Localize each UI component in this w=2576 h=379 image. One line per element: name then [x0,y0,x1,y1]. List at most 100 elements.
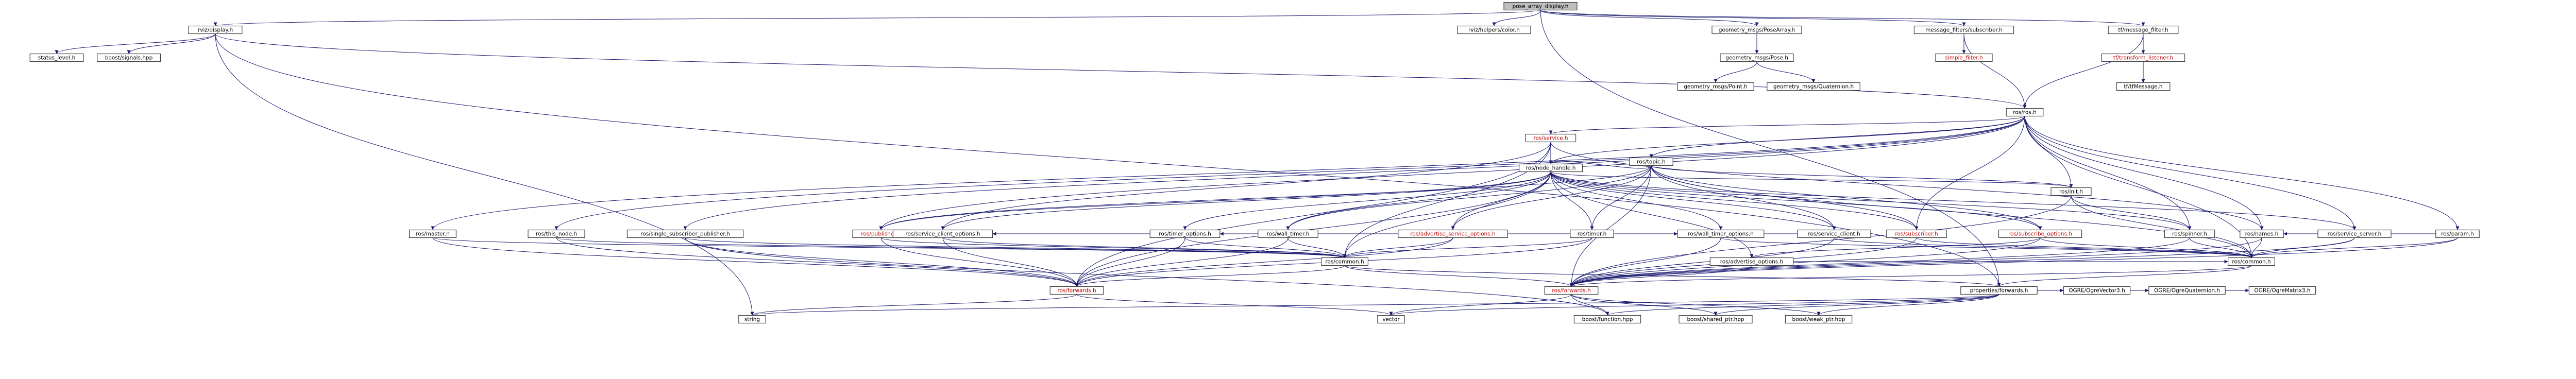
node-ros-spinner[interactable]: ros/spinner.h [2164,229,2215,238]
node-boost-signals[interactable]: boost/signals.hpp [97,53,161,62]
node-label: OGRE/OgreMatrix3.h [2254,288,2310,294]
edge-tf-message-filter-to-ros-ros [2023,33,2144,109]
edge-ros-ros-to-ros-common-b [2024,116,2253,258]
edge-ros-node-handle-to-ros-timer-options [1183,171,1551,230]
node-ros-wall-timer[interactable]: ros/wall_timer.h [1258,229,1318,238]
node-label: OGRE/OgreVector3.h [2069,288,2125,294]
node-boost-shared-ptr[interactable]: boost/shared_ptr.hpp [1679,315,1753,324]
edge-ros-node-handle-to-ros-subscriber [1550,171,1919,230]
node-label: ros/advertise_service_options.h [1410,231,1495,237]
node-ogre-vector3[interactable]: OGRE/OgreVector3.h [2063,286,2131,295]
node-label: rviz/helpers/color.h [1468,27,1520,33]
node-box [188,25,243,35]
node-ros-service[interactable]: ros/service.h [1525,133,1577,143]
edge-ros-service-to-ros-names [1550,142,2264,230]
edge-ros-common-b-to-ros-forwards-b [1569,265,2252,287]
node-label: ros/this_node.h [536,231,577,237]
node-box [2006,108,2044,117]
node-box [1398,229,1508,238]
node-geom-point[interactable]: geometry_msgs/Point.h [1677,82,1754,91]
node-ros-forwards-a[interactable]: ros/forwards.h [1049,286,1104,295]
node-string[interactable]: string [738,315,766,324]
node-label: ros/advertise_options.h [1720,259,1784,265]
node-ros-topic[interactable]: ros/topic.h [1629,157,1673,166]
edge-mf-subscriber-to-ros-ros [1963,33,2027,109]
edge-ros-subscriber-to-ros-common-b [1916,237,2253,258]
node-ros-param[interactable]: ros/param.h [2435,229,2480,238]
node-boost-function[interactable]: boost/function.hpp [1573,315,1641,324]
node-rviz-helpers-color[interactable]: rviz/helpers/color.h [1457,25,1531,35]
node-ros-service-client[interactable]: ros/service_client.h [1797,229,1871,238]
node-ros-advertise-options[interactable]: ros/advertise_options.h [1709,257,1794,266]
node-ros-common-a[interactable]: ros/common.h [1321,257,1369,266]
node-ros-wall-timer-options[interactable]: ros/wall_timer_options.h [1677,229,1765,238]
node-label: ros/service_server.h [2328,231,2382,237]
node-box [1544,286,1599,295]
node-ros-forwards-b[interactable]: ros/forwards.h [1544,286,1599,295]
node-ros-service-server[interactable]: ros/service_server.h [2317,229,2392,238]
edge-ros-subscribe-options-to-ros-forwards-b [1569,237,2041,287]
node-ros-ros[interactable]: ros/ros.h [2006,108,2044,117]
edge-ros-node-handle-to-ros-service-client [1550,171,1836,230]
node-properties-forwards[interactable]: properties/forwards.h [1960,286,2038,295]
edge-ros-ros-to-ros-spinner [2024,116,2192,230]
node-ros-this-node[interactable]: ros/this_node.h [528,229,585,238]
edge-ros-node-handle-to-ros-timer [1550,171,1594,230]
node-label: boost/function.hpp [1582,317,1633,323]
node-ogre-matrix3[interactable]: OGRE/OgreMatrix3.h [2248,286,2316,295]
edge-properties-forwards-to-boost-weak-ptr [1817,294,1999,316]
node-ros-advertise-service-options[interactable]: ros/advertise_service_options.h [1398,229,1508,238]
node-geom-quaternion[interactable]: geometry_msgs/Quaternion.h [1767,82,1860,91]
edge-ros-init-to-ros-forwards-b [1569,195,2072,287]
node-box [2164,229,2215,238]
node-ros-timer[interactable]: ros/timer.h [1570,229,1614,238]
node-box [2317,229,2392,238]
node-ros-subscribe-options[interactable]: ros/subscribe_options.h [1998,229,2082,238]
node-box [1679,315,1753,324]
node-simple-filter[interactable]: simple_filter.h [1935,53,1993,62]
node-ros-names[interactable]: ros/names.h [2240,229,2284,238]
edge-ros-topic-to-ros-subscriber [1651,165,1919,230]
node-ros-subscriber[interactable]: ros/subscriber.h [1886,229,1947,238]
node-label: ros/ros.h [2013,110,2037,116]
node-status-level[interactable]: status_level.h [29,53,84,62]
node-ros-timer-options[interactable]: ros/timer_options.h [1149,229,1221,238]
edge-ros-wall-timer-to-ros-forwards-a [1075,237,1289,287]
edge-ros-topic-to-ros-subscribe-options [1651,165,2042,230]
node-rviz-display[interactable]: rviz/display.h [188,25,243,35]
node-boost-weak-ptr[interactable]: boost/weak_ptr.hpp [1785,315,1853,324]
edge-ros-forwards-a-to-string [750,294,1077,316]
node-tf-tfmessage[interactable]: tf/tfMessage.h [2116,82,2171,91]
edge-ros-topic-to-ros-timer [1590,165,1652,230]
node-ros-single-sub-pub[interactable]: ros/single_subscriber_publisher.h [626,229,744,238]
node-box [2240,229,2284,238]
node-ros-service-client-options[interactable]: ros/service_client_options.h [892,229,993,238]
header-nodes: pose_array_display.h rviz/display.h rviz/h… [29,2,2480,324]
node-box [1797,229,1871,238]
node-geom-pose-array[interactable]: geometry_msgs/PoseArray.h [1711,25,1802,35]
node-label: ros/common.h [2232,259,2270,265]
node-ros-node-handle[interactable]: ros/node_handle.h [1519,163,1583,173]
node-box [1519,163,1583,173]
node-ros-common-b[interactable]: ros/common.h [2228,257,2276,266]
node-pose-array-display[interactable]: pose_array_display.h [1503,2,1578,11]
node-ogre-quaternion[interactable]: OGRE/OgreQuaternion.h [2148,286,2226,295]
edge-ros-param-to-ros-common-b [2249,237,2458,258]
node-box [1258,229,1318,238]
node-label: ros/node_handle.h [1526,165,1576,171]
node-tf-transform-listener[interactable]: tf/transform_listener.h [2101,53,2185,62]
node-label: ros/forwards.h [1057,288,1096,294]
node-label: rviz/display.h [198,27,233,33]
node-vector[interactable]: vector [1377,315,1405,324]
edge-ros-publisher-to-ros-forwards-a [880,237,1079,287]
node-geom-pose[interactable]: geometry_msgs/Pose.h [1720,53,1794,62]
node-ros-init[interactable]: ros/init.h [2050,187,2092,196]
edge-ros-timer-to-ros-common-a [1343,237,1592,258]
node-label: ros/service_client_options.h [905,231,980,237]
node-ros-master[interactable]: ros/master.h [409,229,456,238]
edge-ros-this-node-to-ros-forwards-a [556,237,1079,287]
edge-ros-wall-timer-options-to-ros-forwards-b [1569,237,1721,287]
node-tf-message-filter[interactable]: tf/message_filter.h [2108,25,2179,35]
node-label: ros/forwards.h [1552,288,1590,294]
node-mf-subscriber[interactable]: message_filters/subscriber.h [1913,25,2014,35]
